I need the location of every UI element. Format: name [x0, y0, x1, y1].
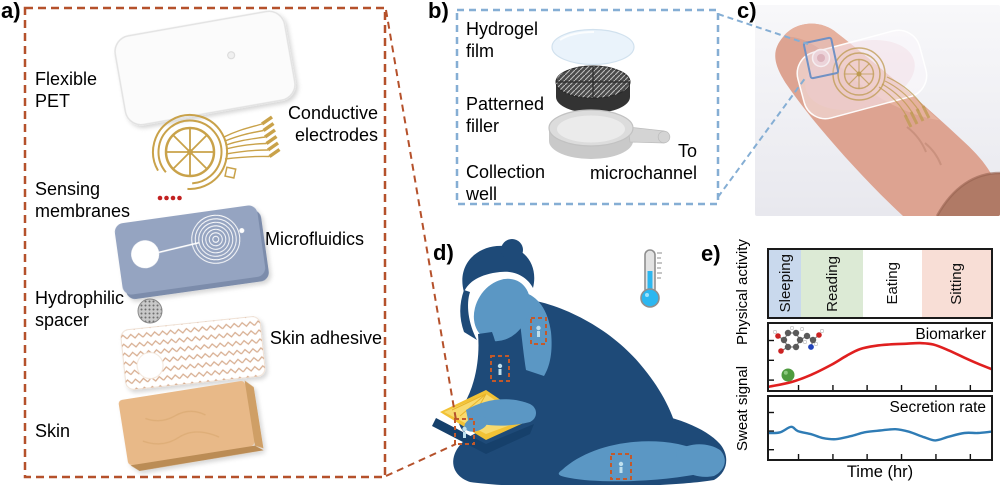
- activity-panel: Sleeping Reading Eating Sitting: [767, 248, 993, 319]
- finger-photo: [755, 5, 1000, 216]
- patterned-filler-graphic: [555, 65, 631, 113]
- panel-e-tag: e): [701, 241, 721, 266]
- sensing-membranes-dots: [157, 195, 182, 201]
- green-ion-icon: [781, 368, 795, 382]
- activity-band-label: Sleeping: [776, 254, 794, 313]
- sensor-location-markers: [454, 317, 632, 480]
- activity-band-label: Sitting: [948, 262, 966, 305]
- finger: [775, 23, 1000, 216]
- panel-a-box: [23, 6, 387, 479]
- panel-a-tag: a): [1, 0, 21, 23]
- sensor-marker-icons: [462, 325, 624, 473]
- label-sensing-membranes: Sensing membranes: [35, 179, 131, 222]
- thermometer-icon: [640, 249, 662, 308]
- secretion-panel: Secretion rate: [767, 395, 993, 461]
- activity-band: Sitting: [922, 250, 991, 317]
- hydrogel-film-graphic: [551, 28, 635, 66]
- panel-c-tag: c): [737, 0, 757, 23]
- device-highlight-box: [802, 36, 840, 80]
- label-flexible-pet: Flexible PET: [35, 69, 98, 112]
- activity-band-label: Reading: [823, 255, 841, 312]
- foot: [676, 444, 725, 477]
- biomarker-label: Biomarker: [915, 326, 986, 343]
- secretion-rate-line: [769, 425, 991, 442]
- panel-b-tag: b): [428, 0, 449, 23]
- callout-lines-b: [717, 13, 809, 198]
- device-electrode-wheel: [832, 47, 931, 128]
- label-skin-adhesive: Skin adhesive: [269, 328, 382, 348]
- label-microfluidics: Microfluidics: [265, 229, 365, 249]
- activity-band: Eating: [863, 250, 923, 317]
- spacer-graphic: [137, 298, 163, 324]
- label-hydrophilic-spacer: Hydrophilic spacer: [35, 288, 125, 331]
- biomarker-panel: Biomarker: [767, 322, 993, 392]
- callout-lines-a: [385, 9, 457, 477]
- activity-band: Sleeping: [769, 250, 802, 317]
- sensor-marker: [490, 355, 510, 382]
- sweat-signal-axis-label: Sweat signal: [734, 365, 751, 451]
- hair-bun: [501, 239, 523, 261]
- time-axis-label: Time (hr): [846, 463, 914, 481]
- biomarker-molecule-icon: [772, 326, 824, 382]
- activity-band: Reading: [801, 250, 864, 317]
- label-skin: Skin: [35, 421, 71, 441]
- label-patterned-filler: Patterned filler: [466, 94, 545, 137]
- lower-leg: [558, 441, 715, 482]
- activity-bands: Sleeping Reading Eating Sitting: [769, 250, 991, 317]
- microfluidics-graphic: [114, 205, 269, 300]
- face: [473, 278, 531, 342]
- label-conductive-electrodes: Conductive electrodes: [287, 103, 378, 146]
- activity-band-label: Eating: [884, 262, 902, 305]
- physical-activity-axis-label: Physical activity: [734, 239, 751, 345]
- adhesive-graphic: [120, 316, 266, 390]
- electrodes-graphic: [152, 114, 281, 190]
- label-hydrogel-film: Hydrogel film: [466, 19, 539, 62]
- sensor-marker: [610, 453, 632, 480]
- hand: [464, 416, 488, 432]
- skin-graphic: [118, 380, 264, 471]
- book-cover: [432, 418, 534, 454]
- pet-layer-graphic: [114, 10, 296, 126]
- secretion-rate-label: Secretion rate: [889, 399, 987, 416]
- label-to-microchannel: To microchannel: [589, 141, 697, 184]
- panel-d-tag: d): [433, 240, 454, 265]
- sensor-marker: [530, 317, 547, 345]
- biomarker-curve: [769, 339, 991, 390]
- biomarker-line: [769, 341, 991, 388]
- person-illustration: [432, 239, 727, 485]
- label-collection-well: Collection well: [466, 162, 546, 205]
- collection-well-graphic: [548, 109, 671, 159]
- sensor-marker: [454, 418, 475, 445]
- secretion-curve: [769, 411, 991, 459]
- second-finger: [937, 173, 1000, 216]
